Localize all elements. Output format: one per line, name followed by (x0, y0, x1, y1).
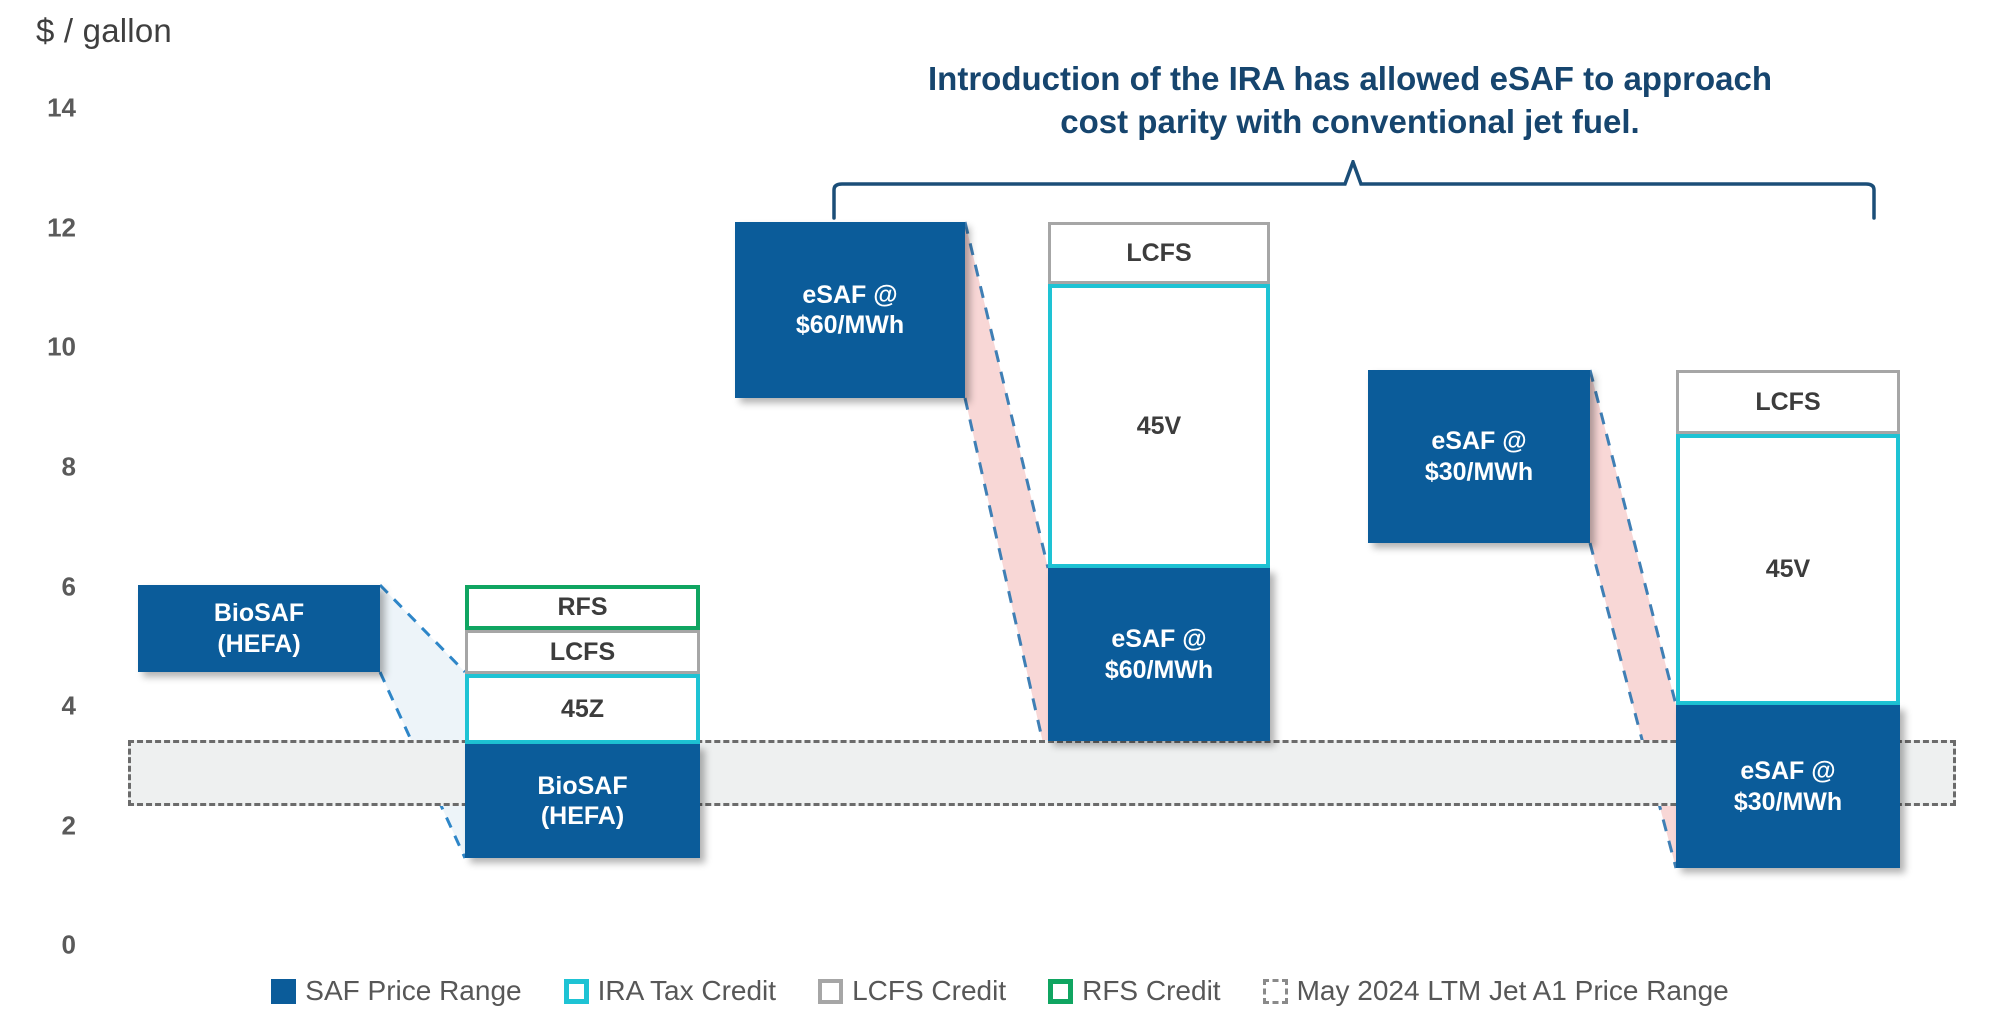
legend-swatch-outline-grey-icon (818, 978, 844, 1004)
legend-label: LCFS Credit (852, 975, 1007, 1006)
y-axis-tick-14: 14 (47, 92, 76, 123)
bar-esaf60-net[interactable]: eSAF @ $60/MWh (1048, 568, 1270, 741)
bar-label: eSAF @ $30/MWh (1734, 756, 1842, 817)
bar-label-line1: eSAF @ (1111, 625, 1207, 653)
legend-label: RFS Credit (1082, 975, 1221, 1006)
bar-segment-lcfs-credit-esaf30[interactable]: LCFS (1676, 370, 1900, 434)
bar-segment-lcfs-credit-esaf60[interactable]: LCFS (1048, 222, 1270, 284)
y-axis-tick-12: 12 (47, 212, 76, 243)
bar-label-line2: (HEFA) (540, 802, 625, 830)
callout-line-1: Introduction of the IRA has allowed eSAF… (928, 60, 1772, 97)
bar-esaf30-net[interactable]: eSAF @ $30/MWh (1676, 705, 1900, 868)
y-axis-tick-6: 6 (61, 571, 76, 602)
callout-bracket (832, 160, 1876, 220)
legend-item-lcfs-credit[interactable]: LCFS Credit (818, 975, 1006, 1007)
bar-label-line1: BioSAF (537, 771, 628, 800)
bar-label-line1: BioSAF (213, 599, 305, 627)
legend-swatch-dashed-grey-icon (1262, 978, 1288, 1004)
legend-item-rfs-credit[interactable]: RFS Credit (1048, 975, 1221, 1007)
legend-label: IRA Tax Credit (597, 975, 777, 1006)
bar-label: eSAF @ $30/MWh (1425, 426, 1533, 487)
y-axis-tick-2: 2 (61, 810, 76, 841)
bar-label-line2: $30/MWh (1424, 457, 1534, 486)
bar-biosaf-gross[interactable]: BioSAF (HEFA) (138, 585, 380, 672)
bar-label-line2: $60/MWh (1104, 655, 1214, 684)
bar-label-line2: $30/MWh (1733, 787, 1843, 816)
y-axis-tick-0: 0 (61, 929, 76, 960)
bar-label-line2: (HEFA) (217, 629, 301, 658)
bar-label-line1: eSAF @ (1431, 427, 1527, 455)
bar-segment-45v-credit-esaf60[interactable]: 45V (1048, 284, 1270, 568)
y-axis-tick-10: 10 (47, 331, 76, 362)
bar-label: BioSAF (HEFA) (537, 771, 627, 832)
legend-swatch-outline-green-icon (1048, 978, 1074, 1004)
bar-segment-lcfs-credit[interactable]: LCFS (465, 630, 700, 674)
legend-item-ira-tax-credit[interactable]: IRA Tax Credit (563, 975, 777, 1007)
callout-text: Introduction of the IRA has allowed eSAF… (770, 58, 1930, 144)
legend-item-saf-price-range[interactable]: SAF Price Range (271, 975, 522, 1007)
y-axis-tick-4: 4 (61, 690, 76, 721)
bar-biosaf-net[interactable]: BioSAF (HEFA) (465, 744, 700, 858)
chart-legend: SAF Price Range IRA Tax Credit LCFS Cred… (0, 975, 2000, 1007)
bar-label-line1: eSAF @ (802, 280, 898, 309)
bar-label-line2: $60/MWh (795, 311, 905, 339)
legend-swatch-solid-blue-icon (271, 978, 297, 1004)
legend-label: SAF Price Range (305, 975, 522, 1006)
bar-label: BioSAF (HEFA) (214, 598, 304, 659)
y-axis-tick-8: 8 (61, 451, 76, 482)
bar-label-line1: eSAF @ (1740, 757, 1836, 785)
legend-label: May 2024 LTM Jet A1 Price Range (1296, 975, 1729, 1006)
bar-label: eSAF @ $60/MWh (796, 280, 904, 341)
bar-esaf30-gross[interactable]: eSAF @ $30/MWh (1368, 370, 1590, 543)
bar-segment-45v-credit-esaf30[interactable]: 45V (1676, 434, 1900, 705)
bar-esaf60-gross[interactable]: eSAF @ $60/MWh (735, 222, 965, 398)
bar-label: eSAF @ $60/MWh (1105, 624, 1213, 685)
legend-item-jet-a1-price-range[interactable]: May 2024 LTM Jet A1 Price Range (1262, 975, 1729, 1007)
jet-fuel-price-range-band (128, 740, 1956, 806)
callout-line-2: cost parity with conventional jet fuel. (1060, 102, 1640, 140)
bar-segment-rfs-credit[interactable]: RFS (465, 585, 700, 630)
y-axis-title: $ / gallon (36, 12, 172, 49)
bar-segment-45z-credit[interactable]: 45Z (465, 674, 700, 744)
legend-swatch-outline-cyan-icon (563, 978, 589, 1004)
